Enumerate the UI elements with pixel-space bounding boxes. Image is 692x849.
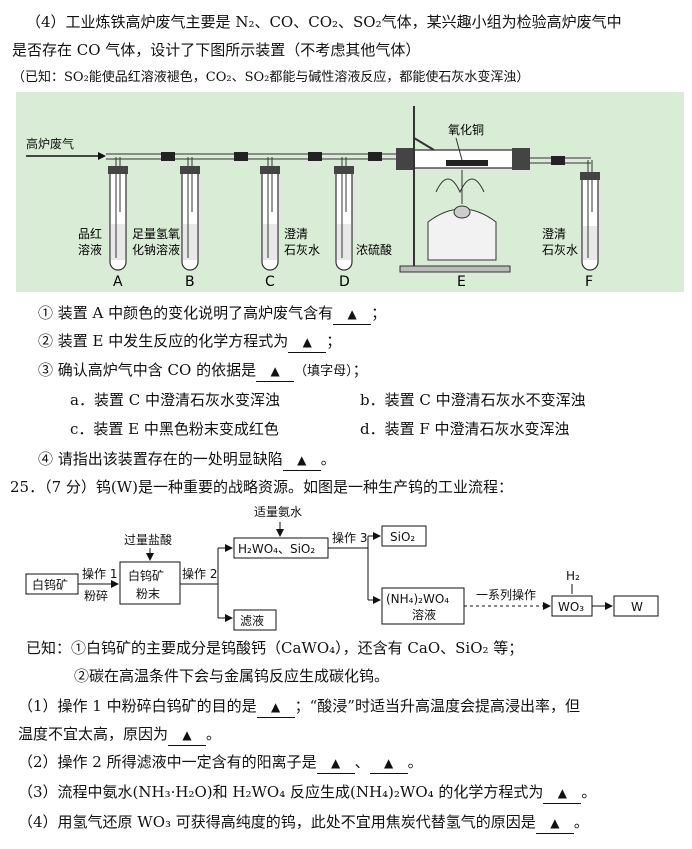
alcohol-lamp xyxy=(427,170,497,261)
q4-option-b: b．装置 C 中澄清石灰水不变浑浊 xyxy=(360,391,586,409)
flow-diagram: 白钨矿 操作 1 粉碎 白钨矿 粉末 过量盐酸 操作 2 H₂WO₄、SiO₂ … xyxy=(25,505,659,631)
reagent-C-2: 石灰水 xyxy=(284,243,320,257)
q4-sub1: ① 装置 A 中颜色的变化说明了高炉废气含有▲； xyxy=(38,303,386,325)
reagent-C-1: 澄清 xyxy=(284,226,308,241)
answer-blank[interactable]: ▲ xyxy=(288,331,327,353)
q4-line1: （4）工业炼铁高炉废气主要是 N₂、CO、CO₂、SO₂气体，某兴趣小组为检验高… xyxy=(26,13,622,31)
q4-sub3: ③ 确认高炉气中含 CO 的依据是▲（填字母）； xyxy=(38,360,368,382)
reagent-A-1: 品红 xyxy=(78,226,102,241)
rubber-connector xyxy=(368,152,382,161)
rubber-connector xyxy=(551,156,565,165)
answer-blank[interactable]: ▲ xyxy=(168,724,207,746)
box-powder xyxy=(119,561,181,605)
tube-A xyxy=(108,157,128,271)
box-ammonium xyxy=(381,587,465,625)
ore-label: 白钨矿 xyxy=(32,577,68,592)
answer-blank[interactable]: ▲ xyxy=(256,360,295,382)
q4-known: （已知：SO₂能使品红溶液褪色，CO₂、SO₂都能与碱性溶液反应，都能使石灰水变… xyxy=(12,70,530,85)
reagent-B-2: 化钠溶液 xyxy=(132,242,180,257)
op1-label: 操作 1 xyxy=(82,566,117,581)
rubber-connector xyxy=(308,152,322,161)
answer-blank[interactable]: ▲ xyxy=(369,752,408,774)
answer-blank[interactable]: ▲ xyxy=(543,782,582,804)
op2-label: 操作 2 xyxy=(182,566,217,581)
q4-line2: 是否存在 CO 气体，设计了下图所示装置（不考虑其他气体） xyxy=(12,41,421,59)
ammonium-label-1: (NH₄)₂WO₄ xyxy=(386,592,449,606)
apparatus-figure: 高炉废气 品红 溶液 足量氢氧 化钠溶液 xyxy=(16,92,684,292)
wo3-label: WO₃ xyxy=(558,600,584,614)
op3-label: 操作 3 xyxy=(332,530,367,545)
q4-option-d: d．装置 F 中澄清石灰水变浑浊 xyxy=(360,420,570,438)
reagent-F-2: 石灰水 xyxy=(542,243,578,257)
tube-C xyxy=(260,157,280,271)
q25-p2: （2）操作 2 所得滤液中一定含有的阳离子是▲、▲。 xyxy=(18,752,423,774)
inlet-arrowhead xyxy=(98,152,106,160)
op1b-label: 粉碎 xyxy=(84,588,108,603)
q25-p4: （4）用氢气还原 WO₃ 可获得高纯度的钨，此处不宜用焦炭代替氢气的原因是▲。 xyxy=(18,812,589,834)
box-w xyxy=(613,595,659,617)
ammonium-label-2: 溶液 xyxy=(412,607,436,622)
tube-D xyxy=(334,157,354,271)
answer-blank[interactable]: ▲ xyxy=(316,752,355,774)
reagent-F-1: 澄清 xyxy=(542,226,566,241)
ammonia-label: 适量氨水 xyxy=(254,505,302,519)
label-F: F xyxy=(585,274,593,290)
powder-label-1: 白钨矿 xyxy=(128,568,164,583)
tube-F xyxy=(580,160,600,271)
q4-option-c: c．装置 E 中黑色粉末变成红色 xyxy=(70,420,279,438)
q25-p1: （1）操作 1 中粉碎白钨矿的目的是▲；“酸浸”时适当升高温度会提高浸出率，但 xyxy=(18,696,580,718)
label-D: D xyxy=(339,274,350,290)
reagent-D-1: 浓硫酸 xyxy=(356,242,392,257)
q25-known2: ②碳在高温条件下会与金属钨反应生成碳化钨。 xyxy=(74,667,390,685)
reagent-A-2: 溶液 xyxy=(78,242,102,257)
copper-oxide-pointer xyxy=(455,137,463,161)
rubber-connector xyxy=(161,152,175,161)
gas-in-label: 高炉废气 xyxy=(26,136,74,151)
filtrate-label: 滤液 xyxy=(240,613,264,628)
w-label: W xyxy=(631,600,643,614)
answer-blank[interactable]: ▲ xyxy=(282,449,321,471)
q4-sub4: ④ 请指出该装置存在的一处明显缺陷▲。 xyxy=(38,449,336,471)
q4-sub2: ② 装置 E 中发生反应的化学方程式为▲； xyxy=(38,331,341,353)
powder-label-2: 粉末 xyxy=(136,587,160,601)
combustion-tube-E xyxy=(396,148,530,170)
iron-stand xyxy=(399,106,511,273)
answer-blank[interactable]: ▲ xyxy=(333,303,372,325)
label-E: E xyxy=(457,274,466,290)
box-sio2 xyxy=(381,525,427,547)
answer-blank[interactable]: ▲ xyxy=(256,696,295,718)
label-B: B xyxy=(185,274,195,290)
q25-p3: （3）流程中氨水(NH₃·H₂O)和 H₂WO₄ 反应生成(NH₄)₂WO₄ 的… xyxy=(18,782,596,804)
box-filtrate xyxy=(233,609,277,631)
tube-B xyxy=(180,157,200,271)
acid-label: 过量盐酸 xyxy=(124,532,172,547)
series-label: 一系列操作 xyxy=(476,587,536,602)
label-C: C xyxy=(265,274,275,290)
label-A: A xyxy=(113,274,123,290)
q4-option-a: a．装置 C 中澄清石灰水变浑浊 xyxy=(70,391,280,409)
sio2-label: SiO₂ xyxy=(390,530,415,544)
q25-title: 25．（7 分）钨(W)是一种重要的战略资源。如图是一种生产钨的工业流程： xyxy=(10,478,514,496)
mix-label: H₂WO₄、SiO₂ xyxy=(238,542,315,556)
copper-oxide-label: 氧化铜 xyxy=(448,122,484,137)
answer-blank[interactable]: ▲ xyxy=(535,812,574,834)
h2-label: H₂ xyxy=(566,569,580,583)
q25-p1-cont: 温度不宜太高，原因为▲。 xyxy=(18,724,221,746)
rubber-connector xyxy=(234,152,248,161)
connecting-tube xyxy=(106,153,401,160)
reagent-B-1: 足量氢氧 xyxy=(132,226,180,241)
q25-known1: 已知：①白钨矿的主要成分是钨酸钙（CaWO₄），还含有 CaO、SiO₂ 等； xyxy=(26,639,524,657)
